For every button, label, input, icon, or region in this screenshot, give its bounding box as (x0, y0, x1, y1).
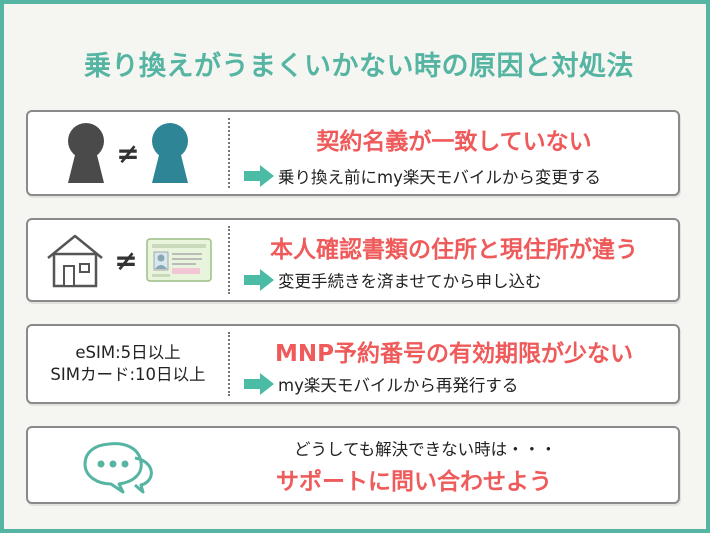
cause-heading: 契約名義が一致していない (316, 129, 592, 155)
not-equal-icon: ≠ (114, 243, 138, 277)
support-heading: サポートに問い合わせよう (276, 469, 552, 495)
keyhole-teal-icon (151, 123, 188, 183)
arrow-right-icon (244, 373, 274, 395)
solution-text: my楽天モバイルから再発行する (278, 376, 519, 395)
not-equal-icon: ≠ (116, 136, 140, 170)
arrow-right-icon (244, 269, 274, 291)
cause-heading: MNP予約番号の有効期限が少ない (275, 341, 633, 367)
keyhole-dark-icon (68, 123, 105, 183)
support-card: どうしても解決できない時は・・・ サポートに問い合わせよう (26, 426, 680, 504)
house-icon (47, 234, 104, 288)
chat-bubbles-icon (83, 442, 153, 494)
solution-row: 乗り換え前にmy楽天モバイルから変更する (244, 164, 672, 188)
card-divider (228, 118, 230, 188)
card-divider (228, 226, 230, 294)
solution-row: my楽天モバイルから再発行する (244, 372, 672, 396)
solution-text: 変更手続きを済ませてから申し込む (278, 272, 542, 291)
cause-card-mnp-expiry: eSIM:5日以上 SIMカード:10日以上 MNP予約番号の有効期限が少ない … (26, 324, 680, 404)
cause-card-address-mismatch: ≠ 本人確認書類の住所と現住所が違う 変更手続きを済ませてから申し込む (26, 218, 680, 302)
id-card-icon (145, 238, 212, 282)
sim-card-days: SIMカード:10日以上 (50, 365, 206, 384)
arrow-right-icon (244, 165, 274, 187)
card-days-requirement: eSIM:5日以上 SIMカード:10日以上 (28, 326, 228, 402)
solution-row: 変更手続きを済ませてから申し込む (244, 268, 672, 292)
cause-card-name-mismatch: ≠ 契約名義が一致していない 乗り換え前にmy楽天モバイルから変更する (26, 110, 680, 196)
card-icons: ≠ (28, 220, 228, 300)
page-title: 乗り換えがうまくいかない時の原因と対処法 (84, 51, 634, 82)
card-icons: ≠ (28, 112, 228, 194)
support-subtext: どうしても解決できない時は・・・ (294, 440, 557, 459)
solution-text: 乗り換え前にmy楽天モバイルから変更する (278, 168, 601, 187)
cause-heading: 本人確認書類の住所と現住所が違う (270, 237, 638, 263)
esim-days: eSIM:5日以上 (75, 343, 181, 362)
card-icons (28, 428, 208, 502)
card-divider (228, 332, 230, 396)
